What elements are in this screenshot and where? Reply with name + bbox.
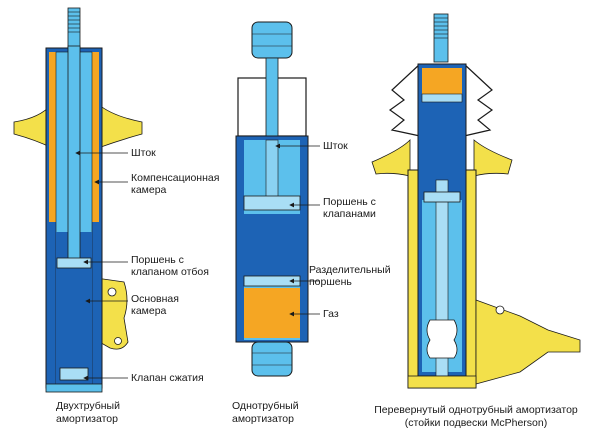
caption-mono-tube: Однотрубный амортизатор bbox=[232, 400, 299, 425]
label-mono-separator-piston: Разделительный поршень bbox=[309, 264, 391, 288]
mono-tube-shock bbox=[235, 21, 309, 377]
inverted-gas-chamber bbox=[422, 68, 462, 94]
label-mono-rod: Шток bbox=[323, 140, 348, 152]
label-twin-rebound-piston: Поршень с клапаном отбоя bbox=[131, 254, 209, 278]
twin-compression-valve bbox=[59, 367, 89, 381]
twin-piston bbox=[56, 257, 92, 269]
pointer-lines bbox=[75, 143, 320, 381]
caption-twin-tube: Двухтрубный амортизатор bbox=[56, 400, 120, 425]
inverted-shock bbox=[371, 13, 581, 389]
label-mono-piston: Поршень с клапанами bbox=[323, 196, 376, 220]
label-twin-main-chamber: Основная камера bbox=[131, 293, 179, 317]
mono-piston bbox=[243, 195, 301, 211]
inverted-bump-stop bbox=[426, 319, 458, 359]
caption-inverted: Перевернутый однотрубный амортизатор (ст… bbox=[374, 404, 578, 429]
inverted-spring-seat bbox=[371, 139, 411, 177]
label-twin-compensation-chamber: Компенсационная камера bbox=[131, 172, 220, 196]
mono-bottom-eye bbox=[251, 341, 293, 377]
label-twin-rod: Шток bbox=[131, 147, 156, 159]
label-mono-gas: Газ bbox=[323, 308, 339, 320]
mono-top-eye bbox=[251, 21, 293, 59]
twin-tube-shock bbox=[13, 7, 143, 393]
inverted-knuckle bbox=[475, 299, 581, 385]
inverted-piston bbox=[423, 191, 461, 203]
inverted-bellows bbox=[388, 63, 494, 137]
label-twin-compression-valve: Клапан сжатия bbox=[131, 372, 204, 384]
twin-mount-bracket bbox=[95, 277, 129, 350]
mono-gas-chamber bbox=[244, 288, 300, 338]
